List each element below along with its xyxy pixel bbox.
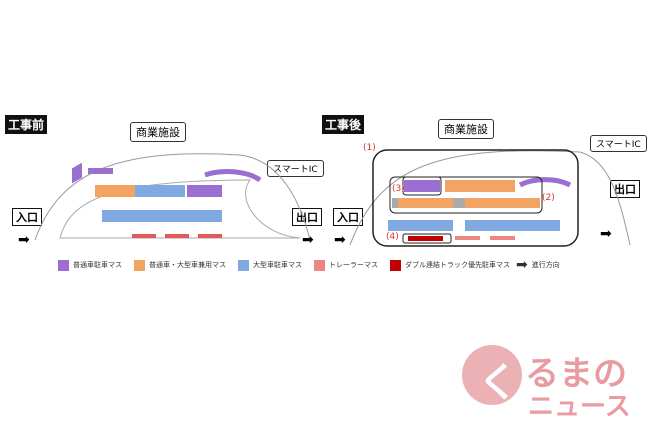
marker-2: (2) <box>542 193 555 203</box>
after-title: 工事後 <box>322 115 365 134</box>
after-facility-label: 商業施設 <box>438 119 494 139</box>
legend-swatch-shared <box>134 259 145 271</box>
logo-text-bottom: ニュース <box>528 392 631 422</box>
before-entrance-label: 入口 <box>12 208 42 226</box>
marker-4: (4) <box>386 232 399 242</box>
before-entry-arrow-icon: ➡ <box>18 232 30 248</box>
before-title: 工事前 <box>5 115 48 134</box>
logo-mark: く <box>478 360 518 406</box>
after-smart-ic-label: スマートIC <box>590 135 647 152</box>
after-entrance-label: 入口 <box>333 208 363 226</box>
legend-label: 普通車・大型車兼用マス <box>149 261 226 269</box>
legend-label: 大型車駐車マス <box>253 261 302 269</box>
logo-text-top: るまの <box>525 354 627 394</box>
after-site-plan <box>349 149 631 247</box>
marker-3: (3) <box>392 184 405 194</box>
after-entry-arrow-icon: ➡ <box>334 232 346 248</box>
after-exit-arrow-icon: ➡ <box>600 226 612 242</box>
legend-label: ダブル連結トラック優先駐車マス <box>405 261 510 269</box>
legend: 普通車駐車マス 普通車・大型車兼用マス 大型車駐車マス トレーラーマス ダブル連… <box>50 257 560 273</box>
direction-arrow-icon: ➡ <box>516 257 528 273</box>
before-exit-arrow-icon: ➡ <box>302 232 314 248</box>
after-exit-label: 出口 <box>610 180 640 198</box>
marker-1: (1) <box>363 143 376 153</box>
legend-swatch-large <box>238 259 249 271</box>
legend-swatch-trailer <box>314 259 325 271</box>
before-exit-label: 出口 <box>292 208 322 226</box>
before-facility-label: 商業施設 <box>130 122 186 142</box>
legend-swatch-double-truck <box>390 259 401 271</box>
legend-label: 進行方向 <box>531 261 560 269</box>
logo-circle-icon <box>462 345 522 405</box>
legend-label: 普通車駐車マス <box>73 261 122 269</box>
before-site-plan <box>34 153 311 241</box>
legend-label: トレーラーマス <box>329 261 378 269</box>
before-smart-ic-label: スマートIC <box>267 160 324 177</box>
legend-swatch-regular <box>58 259 69 271</box>
